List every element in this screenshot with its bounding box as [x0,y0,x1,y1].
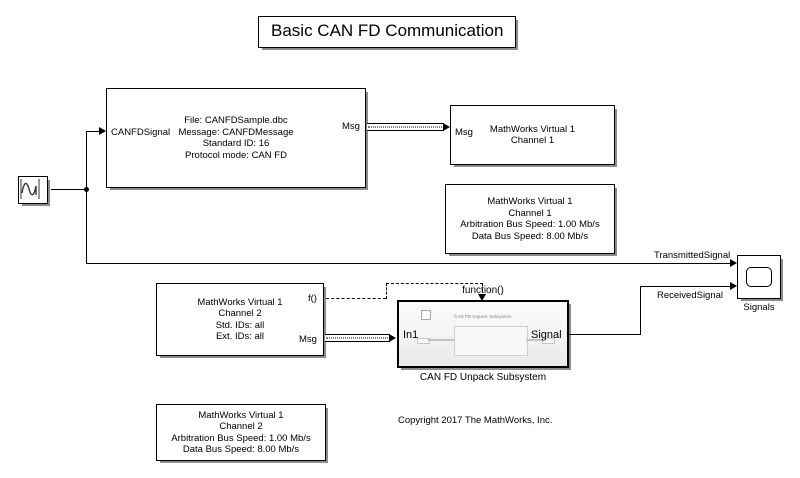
subsystem-thumbnail-checkbox [421,310,431,320]
can-fd-receive-text: MathWorks Virtual 1 Channel 2 Std. IDs: … [197,296,283,343]
wire-transmitted-vertical [86,189,88,264]
arrow-into-transmit [443,123,450,131]
subsystem-input-port-label: In1 [403,329,419,341]
signal-generator-block[interactable] [18,176,48,204]
can-fd-pack-block[interactable]: File: CANFDSample.dbc Message: CANFDMess… [106,88,366,188]
arrow-into-pack [99,127,106,135]
function-call-line-h1 [326,298,386,299]
can-fd-configuration-block-ch2[interactable]: MathWorks Virtual 1 Channel 2 Arbitratio… [156,404,326,461]
can-fd-pack-text: File: CANFDSample.dbc Message: CANFDMess… [178,115,294,161]
can-fd-configuration-block-ch1[interactable]: MathWorks Virtual 1 Channel 1 Arbitratio… [445,184,615,254]
arrow-into-subsystem-in1 [389,334,396,342]
scope-block-label: Signals [743,302,775,313]
can-fd-unpack-subsystem-block[interactable]: CAN FD Unpack Subsystem [397,300,569,368]
subsystem-thumbnail-input-wire [428,339,455,341]
wire-received-vertical [640,286,642,335]
subsystem-thumbnail-input-stub [417,338,430,344]
can-fd-receive-block[interactable]: MathWorks Virtual 1 Channel 2 Std. IDs: … [156,283,324,356]
can-fd-receive-msg-port-label: Msg [299,334,317,345]
function-call-line-h2 [386,283,483,284]
subsystem-thumbnail-block [454,326,528,356]
wire-source-to-pack-vertical [86,131,88,189]
arrow-into-scope-received [730,282,737,290]
wire-source-out [51,189,88,191]
function-call-line-v1 [386,283,387,299]
wire-received-horizontal-1 [569,334,641,336]
can-fd-transmit-input-port-label: Msg [455,127,473,138]
arrow-into-scope-transmitted [730,259,737,267]
can-fd-receive-function-port-label: f() [308,293,317,304]
can-fd-pack-input-port-label: CANFDSignal [111,127,171,138]
message-line-pack-to-transmit [367,123,444,131]
subsystem-thumbnail-output-wire [526,339,544,341]
subsystem-thumbnail-title: CAN FD Unpack Subsystem [454,314,512,319]
can-fd-transmit-text: MathWorks Virtual 1 Channel 1 [489,123,576,147]
message-line-receive-to-subsystem [325,334,390,342]
model-title-box[interactable]: Basic CAN FD Communication [258,16,517,48]
signal-label-received: ReceivedSignal [657,290,724,301]
can-fd-configuration-ch1-text: MathWorks Virtual 1 Channel 1 Arbitratio… [460,196,600,242]
subsystem-output-port-label: Signal [531,329,562,341]
scope-icon [746,267,772,287]
arrow-into-subsystem-function-port [478,294,486,301]
scope-block[interactable] [737,255,781,299]
can-fd-configuration-ch2-text: MathWorks Virtual 1 Channel 2 Arbitratio… [171,409,311,456]
page-title: Basic CAN FD Communication [271,21,504,40]
wire-transmitted-horizontal [86,263,734,265]
waveform-icon [20,179,40,199]
wire-received-horizontal-2 [640,286,734,288]
copyright-note: Copyright 2017 The MathWorks, Inc. [398,415,553,426]
wire-source-to-pack-horizontal [86,131,100,133]
can-fd-pack-output-port-label: Msg [342,121,360,132]
signal-label-transmitted: TransmittedSignal [654,250,731,261]
can-fd-transmit-block[interactable]: MathWorks Virtual 1 Channel 1 [450,105,615,165]
function-call-line-v2 [482,283,483,297]
subsystem-caption: CAN FD Unpack Subsystem [419,372,547,383]
subsystem-function-label: function() [462,285,504,296]
subsystem-thumbnail-output-stub [542,338,555,344]
